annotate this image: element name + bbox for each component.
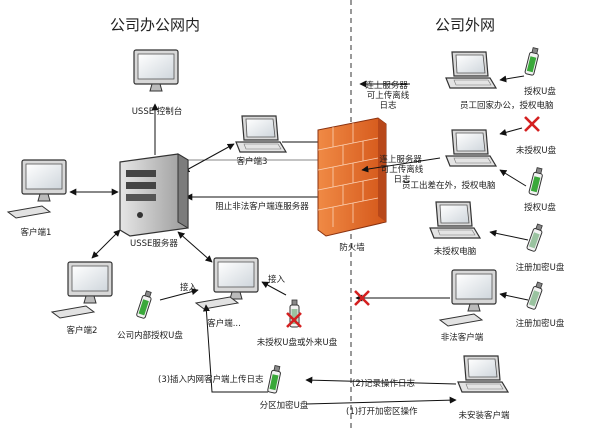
- registered-usb-2-label: 注册加密U盘: [516, 318, 565, 329]
- server-tower-icon: [119, 153, 189, 237]
- internal-usb-label: 公司内部授权U盘: [117, 330, 183, 341]
- unauth-pc-laptop-icon: [429, 201, 481, 239]
- unauth-foreign-usb-label: 未授权U盘或外来U盘: [257, 337, 338, 348]
- travel-pc-note: 员工出差在外，授权电脑: [402, 180, 496, 191]
- travel-laptop-icon: [445, 129, 497, 167]
- client-dots-monitor-icon: [213, 257, 259, 300]
- partition-usb-label: 分区加密U盘: [260, 400, 309, 411]
- connect-note-1: 连上服务器 可上传离线日志: [365, 80, 410, 111]
- illegal-client-label: 非法客户端: [441, 332, 484, 343]
- client-dots-label: 客户端...: [207, 318, 241, 329]
- insert-label-2: 接入: [268, 274, 286, 285]
- registered-usb-1-icon: [525, 222, 545, 253]
- unauth-usb-label: 未授权U盘: [516, 145, 557, 156]
- client3-laptop-icon: [235, 115, 287, 153]
- authorized-usb-2-label: 授权U盘: [524, 202, 556, 213]
- authorized-usb-2-icon: [528, 166, 545, 197]
- firewall-label: 防火墙: [339, 242, 365, 253]
- foreign-usb-insert-arrow: [261, 281, 287, 296]
- connect-note-2: 连上服务器 可上传离线日志: [379, 154, 424, 185]
- client2-keyboard-icon: [51, 305, 95, 319]
- connect-note-2-text: 连上服务器: [379, 154, 422, 165]
- client1-label: 客户端1: [21, 227, 52, 238]
- usb2-insert-arrow: [499, 169, 527, 187]
- step3-label: (3)插入内网客户端上传日志: [158, 374, 264, 385]
- no-client-pc-label: 未安装客户端: [458, 410, 510, 421]
- step1-label: (1)打开加密区操作: [346, 406, 418, 417]
- reg-usb2-arrow: [499, 291, 529, 301]
- internal-network-title: 公司办公网内: [110, 16, 200, 34]
- reg-usb1-arrow: [489, 229, 529, 241]
- server-label: USSE服务器: [130, 238, 178, 249]
- unauth-usb-arrow: [499, 127, 523, 136]
- home-laptop-icon: [445, 51, 497, 89]
- external-network-title: 公司外网: [435, 16, 495, 34]
- internal-usb-insert-arrow: [159, 288, 199, 301]
- note-line: 日志: [379, 100, 397, 111]
- usb1-insert-arrow: [499, 75, 525, 83]
- server-client2-link: [91, 229, 121, 259]
- registered-usb-2-icon: [525, 280, 545, 311]
- insert-label-1: 接入: [180, 282, 198, 293]
- record-log-arrow: [305, 376, 457, 385]
- note-line: 日志: [393, 174, 411, 185]
- note-line: 可上传离线: [381, 164, 424, 175]
- partition-usb-icon: [266, 364, 283, 394]
- firewall: [317, 117, 387, 237]
- home-pc-note: 员工回家办公，授权电脑: [460, 100, 554, 111]
- client-dots-keyboard-icon: [195, 296, 239, 310]
- client2-monitor-icon: [67, 261, 113, 304]
- console-label: USSE 控制台: [132, 106, 183, 117]
- no-client-laptop-icon: [457, 355, 509, 393]
- step2-label: (2)记录操作日志: [352, 378, 416, 389]
- console-monitor-icon: [133, 49, 179, 92]
- block-illegal-label: 阻止非法客户端连服务器: [215, 201, 309, 212]
- unauth-pc-label: 未授权电脑: [434, 246, 477, 257]
- authorized-usb-1-label: 授权U盘: [524, 86, 556, 97]
- client1-keyboard-icon: [7, 205, 51, 219]
- server-clientdots-link: [177, 231, 213, 263]
- authorized-usb-1-icon: [524, 46, 541, 77]
- client2-label: 客户端2: [67, 325, 98, 336]
- internal-usb-icon: [135, 289, 154, 320]
- client3-label: 客户端3: [237, 156, 268, 167]
- cross-unauth-usb-icon: [523, 115, 541, 133]
- server-client3-link: [182, 143, 235, 173]
- client1-monitor-icon: [21, 159, 67, 202]
- travel-connect-arrow: [361, 157, 441, 173]
- connect-note-1-text: 连上服务器: [365, 80, 408, 91]
- illegal-client-monitor-icon: [451, 269, 497, 312]
- upload-log-arrow: [202, 304, 268, 393]
- note-line: 可上传离线: [367, 90, 410, 101]
- illegal-client-keyboard-icon: [439, 313, 483, 327]
- open-encrypted-arrow: [305, 396, 457, 405]
- registered-usb-1-label: 注册加密U盘: [516, 262, 565, 273]
